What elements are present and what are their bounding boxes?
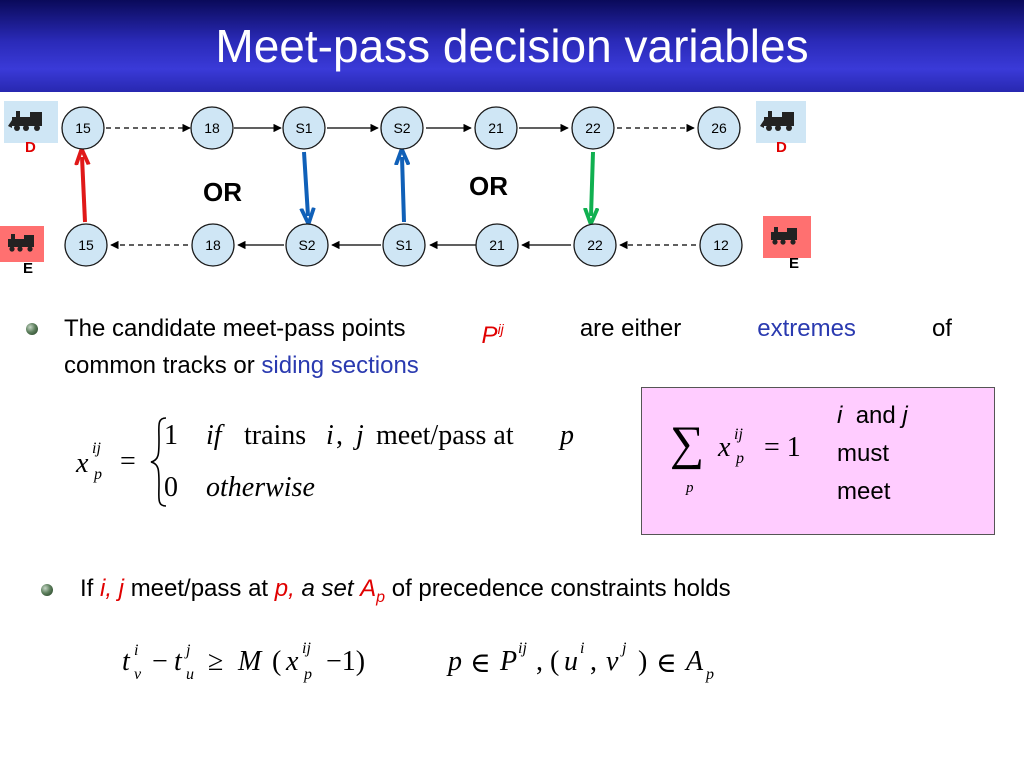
precedence-formula: t i v − t j u ≥ M ( x ij p −1) p ∈ P ij … — [122, 640, 714, 683]
title-bar: Meet-pass decision variables — [0, 0, 1024, 92]
train-icon-d-right — [756, 101, 806, 143]
bottom-node: 22 — [573, 223, 617, 267]
bottom-node: 15 — [64, 223, 108, 267]
svg-text:S1: S1 — [395, 237, 412, 253]
bullet1-text-b: are either — [579, 315, 682, 342]
train-icon-d-left — [4, 101, 58, 143]
bullet-icon — [41, 584, 53, 596]
bullet1-siding: siding sections — [261, 352, 419, 379]
svg-text:26: 26 — [711, 120, 727, 136]
or-label-right: OR — [469, 171, 508, 201]
svg-text:22: 22 — [585, 120, 601, 136]
svg-text:S1: S1 — [295, 120, 312, 136]
bottom-node: S2 — [285, 223, 329, 267]
svg-text:15: 15 — [75, 120, 91, 136]
bottom-node: 21 — [475, 223, 519, 267]
bottom-node: 18 — [191, 223, 235, 267]
bottom-node: 12 — [699, 223, 743, 267]
svg-text:22: 22 — [587, 237, 603, 253]
or-label-left: OR — [203, 177, 242, 207]
bullet1-extremes: extremes — [757, 315, 856, 342]
bullet2-line: If i, j meet/pass at p, a set Ap of prec… — [80, 575, 731, 606]
top-node: 26 — [697, 106, 741, 150]
top-node: 18 — [190, 106, 234, 150]
red-arrow — [82, 157, 85, 223]
bullet1-text-a: The candidate meet-pass points — [64, 315, 406, 342]
left-brace — [150, 417, 167, 507]
bullet-icon — [26, 323, 38, 335]
svg-text:18: 18 — [205, 237, 221, 253]
top-node: 22 — [571, 106, 615, 150]
formula-x-definition: x ij p = 1 if trains i , j meet/pass at … — [70, 410, 630, 510]
svg-text:12: 12 — [713, 237, 729, 253]
top-node: S2 — [380, 106, 424, 150]
train-icon-e-right — [763, 216, 811, 258]
top-node: S1 — [282, 106, 326, 150]
top-node: 21 — [474, 106, 518, 150]
label-e-right: E — [789, 255, 799, 272]
bullet1-line1: The candidate meet-pass points Pij are e… — [64, 311, 952, 354]
slide-title: Meet-pass decision variables — [215, 20, 809, 72]
blue-arrow-down — [304, 151, 308, 216]
train-icon-e-left — [0, 226, 44, 262]
bottom-node: S1 — [382, 223, 426, 267]
bullet1-text-c: of — [931, 315, 952, 342]
top-node: 15 — [61, 106, 105, 150]
svg-text:15: 15 — [78, 237, 94, 253]
svg-text:21: 21 — [489, 237, 505, 253]
svg-text:18: 18 — [204, 120, 220, 136]
label-d-right: D — [776, 139, 787, 156]
track-diagram: D D E E — [0, 101, 811, 277]
svg-text:21: 21 — [488, 120, 504, 136]
label-e-left: E — [23, 260, 33, 277]
sum-formula: ∑ p x ij p = 1 — [670, 417, 801, 497]
label-d-left: D — [25, 139, 36, 156]
blue-arrow-up — [402, 157, 404, 223]
svg-text:S2: S2 — [393, 120, 410, 136]
bullet1-line2: common tracks or siding sections — [64, 352, 419, 379]
constraint-box: ∑ p x ij p = 1 i and j must meet — [641, 387, 995, 535]
bullet1-P: Pij — [481, 321, 504, 349]
green-arrow — [591, 151, 593, 216]
svg-text:S2: S2 — [298, 237, 315, 253]
box-caption: i and j must meet — [837, 402, 908, 505]
